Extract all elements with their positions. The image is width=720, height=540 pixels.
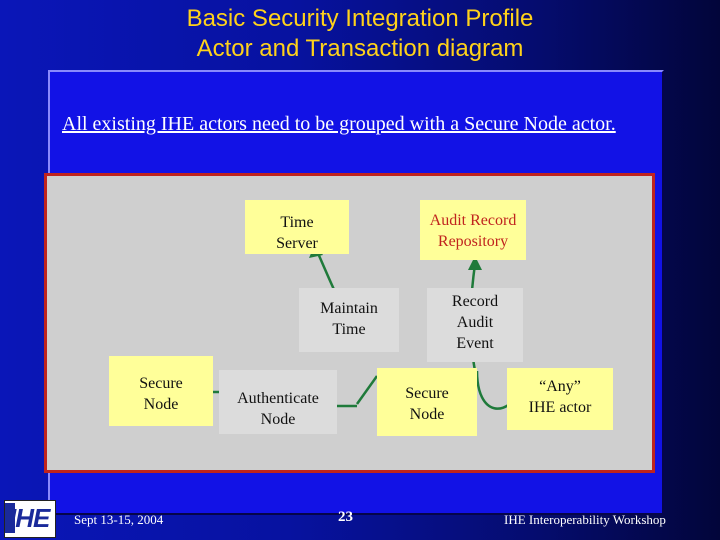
authenticate-node-transaction: [219, 370, 337, 434]
footer-page-number: 23: [338, 509, 353, 525]
slide-title-line1: Basic Security Integration Profile: [186, 5, 534, 32]
slide-title: Basic Security Integration Profile Actor…: [0, 4, 720, 64]
maintain-time-transaction: [299, 288, 399, 352]
footer-date: Sept 13-15, 2004: [74, 512, 164, 527]
connector-secure-node-to-maintain: [355, 375, 379, 405]
slide-title-line2: Actor and Transaction diagram: [196, 35, 524, 62]
secure-node-center-actor: [377, 368, 477, 436]
any-ihe-actor-label: “Any” IHE actor: [528, 378, 592, 416]
record-audit-event-label: Record Audit Event: [451, 293, 499, 352]
audit-record-repository-actor: [420, 200, 526, 260]
grouping-statement: All existing IHE actors need to be group…: [62, 113, 616, 135]
actor-transaction-diagram: Time Server Audit Record Repository Main…: [44, 173, 655, 473]
secure-node-left-actor: [109, 356, 213, 426]
maintain-time-label: Maintain Time: [320, 300, 378, 338]
secure-node-center-label: Secure Node: [405, 385, 449, 423]
logo-text: IHE: [9, 503, 50, 533]
ihe-logo: IHE: [4, 500, 56, 538]
audit-record-repository-label: Audit Record Repository: [429, 212, 517, 250]
any-ihe-actor: [507, 368, 613, 430]
diagram-canvas: [109, 200, 613, 436]
record-audit-event-transaction: [427, 288, 523, 362]
time-server-actor: [245, 200, 349, 254]
time-server-label: Time Server: [276, 214, 318, 252]
authenticate-node-label: Authenticate Node: [237, 390, 319, 428]
footer-event: IHE Interoperability Workshop: [504, 512, 666, 527]
arrowhead-repository: [468, 256, 482, 270]
logo-bar: [5, 503, 15, 533]
secure-node-left-label: Secure Node: [139, 375, 183, 413]
